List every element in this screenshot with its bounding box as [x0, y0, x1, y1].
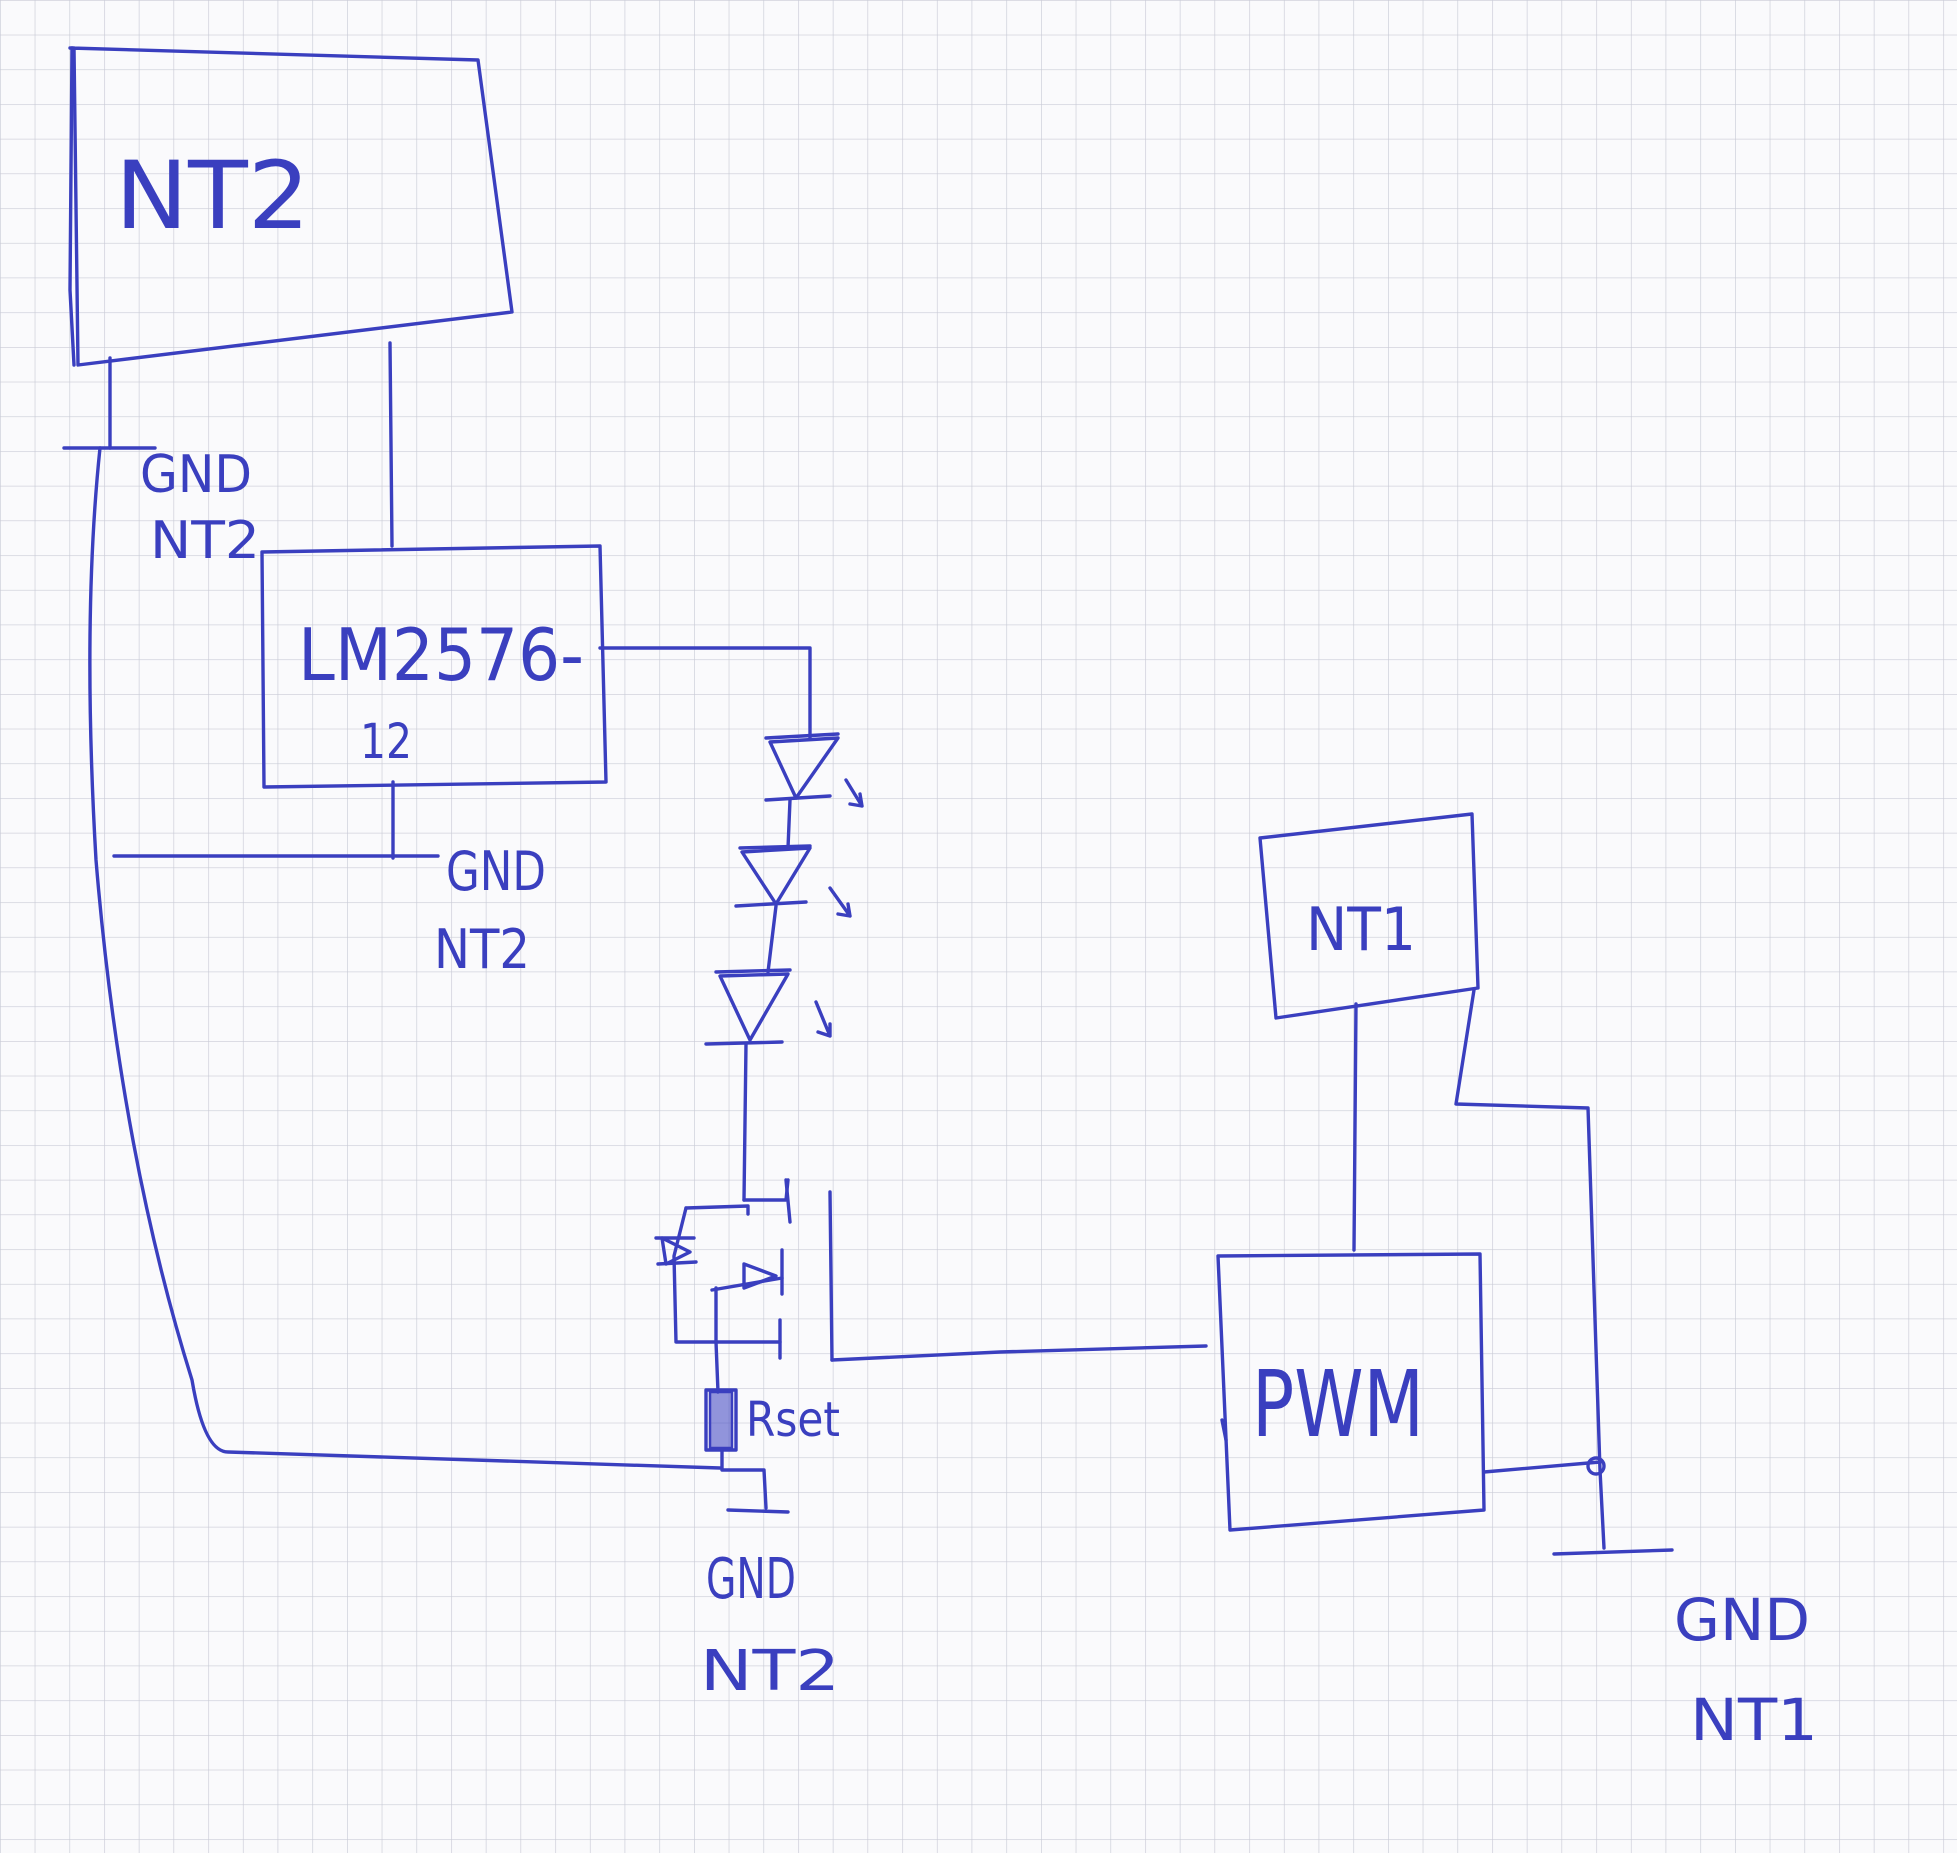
- led-wire-2: [766, 904, 778, 974]
- pwm-ground: [1482, 1456, 1674, 1556]
- gate-wire: [830, 1344, 1208, 1362]
- nt2-label: NT2: [115, 142, 310, 251]
- nt2-positive-wire: [388, 341, 394, 548]
- lm2576-ground: [112, 780, 440, 860]
- nt2-ground-wires: [62, 356, 722, 1470]
- gnd-label-1b: NT2: [150, 511, 260, 571]
- gnd-label-2b: NT2: [434, 918, 530, 981]
- gnd-label-4b: NT1: [1690, 1686, 1818, 1754]
- rset-label: Rset: [746, 1392, 840, 1448]
- mosfet-source-ground: [720, 1448, 790, 1514]
- lm2576-label: LM2576-: [298, 613, 584, 697]
- gnd-label-1a: GND: [140, 445, 252, 505]
- led-1: [764, 732, 864, 808]
- led-3: [704, 968, 832, 1046]
- nt1-wires: [1352, 988, 1606, 1550]
- led-wire-1: [786, 798, 792, 850]
- gnd-label-3a: GND: [706, 1547, 796, 1612]
- mosfet: [654, 1178, 834, 1394]
- pwm-label: PWM: [1252, 1351, 1424, 1458]
- gnd-label-3b: NT2: [700, 1639, 840, 1704]
- nt2-block: NT2: [68, 46, 514, 367]
- nt1-block: NT1: [1258, 812, 1480, 1020]
- lm2576-variant-label: 12: [360, 714, 412, 770]
- gnd-label-4a: GND: [1674, 1586, 1810, 1654]
- gnd-label-2a: GND: [446, 840, 546, 903]
- nt1-label: NT1: [1306, 895, 1416, 965]
- led-2: [734, 844, 852, 918]
- pwm-block: PWM: [1216, 1252, 1486, 1532]
- led-wire-3: [742, 1042, 748, 1202]
- regulator-output-wire: [598, 646, 812, 740]
- rset-resistor: [704, 1388, 738, 1452]
- lm2576-block: LM2576- 12: [260, 544, 608, 789]
